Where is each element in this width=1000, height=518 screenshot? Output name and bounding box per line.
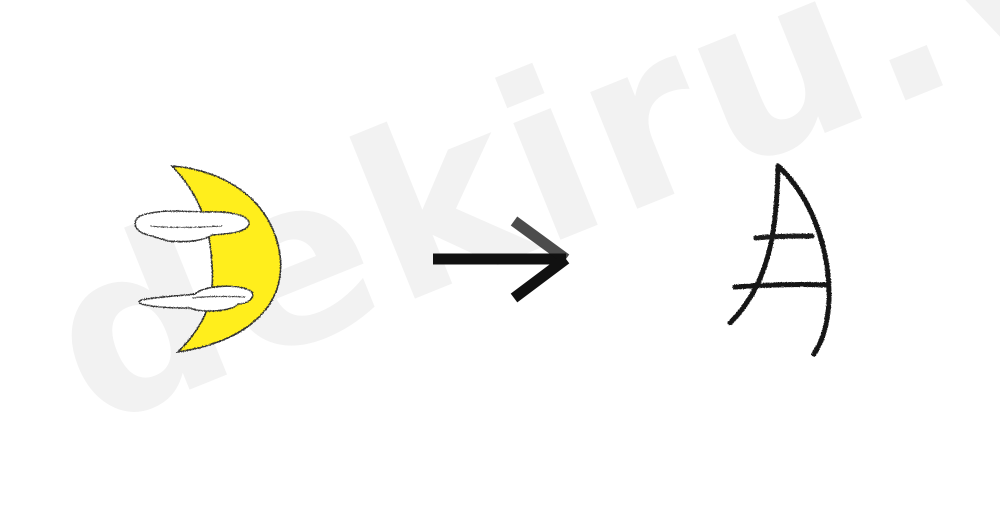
crescent-moon-icon bbox=[169, 165, 282, 354]
cloud-icon bbox=[134, 210, 254, 312]
cloud-bottom bbox=[138, 285, 254, 312]
kanji-right-stroke bbox=[775, 163, 832, 357]
kanji-moon-character-icon bbox=[727, 163, 832, 357]
kanji-upper-bar bbox=[753, 233, 815, 241]
kanji-left-stroke bbox=[727, 163, 781, 326]
right-arrow-icon bbox=[433, 216, 570, 303]
cloud-top bbox=[134, 210, 250, 243]
cloud-bottom-line bbox=[191, 295, 246, 299]
kanji-lower-bar bbox=[732, 282, 829, 290]
cloud-top-line bbox=[149, 225, 223, 229]
moon-shape bbox=[169, 165, 282, 354]
